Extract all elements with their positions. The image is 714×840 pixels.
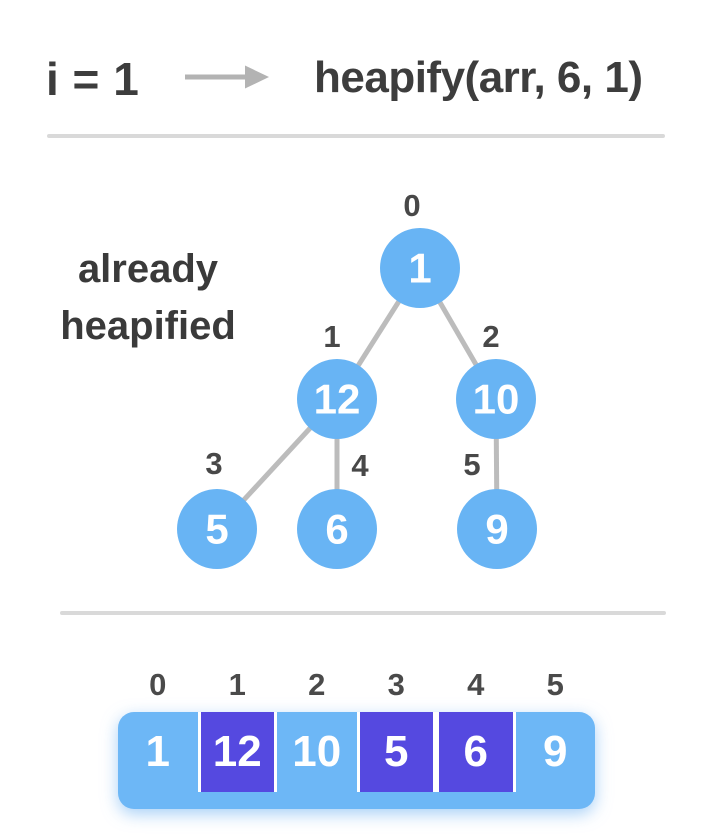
array-index-label: 2 <box>308 667 326 702</box>
tree-node: 64 <box>297 448 377 569</box>
array-index-label: 3 <box>387 667 405 702</box>
tree-node-index-label: 5 <box>463 447 480 482</box>
right-arrow-icon <box>178 59 274 95</box>
tree-node: 10 2 <box>456 319 536 439</box>
already-heapified-annotation: already heapified <box>28 241 268 355</box>
tree-node-value: 12 <box>314 376 361 423</box>
tree-node-circle <box>457 489 537 569</box>
tree-node-circle <box>456 359 536 439</box>
heapify-call-label: heapify(arr, 6, 1) <box>314 53 643 102</box>
annotation-line-1: already <box>77 247 219 291</box>
tree-node: 95 <box>457 447 537 569</box>
array-cell: 9 <box>543 727 568 776</box>
tree-node-index-label: 3 <box>205 446 222 481</box>
array-index-row: 0 1 2 3 4 5 <box>118 667 595 703</box>
tree-node-index-label: 4 <box>351 448 369 483</box>
tree-node-circle <box>177 489 257 569</box>
right-arrow-svg <box>185 65 269 89</box>
array-index-label: 0 <box>149 667 167 702</box>
array-index-label: 5 <box>546 667 564 702</box>
tree-node-index-label: 0 <box>403 188 420 223</box>
tree-node-value: 10 <box>473 376 520 423</box>
tree-node-value: 6 <box>325 506 348 553</box>
tree-node-value: 5 <box>205 506 228 553</box>
tree-node-index-label: 2 <box>482 319 499 354</box>
tree-node: 53 <box>177 446 257 569</box>
tree-node-circle <box>380 228 460 308</box>
bottom-divider <box>60 611 666 615</box>
array-cell-highlighted: 6 <box>436 712 516 792</box>
array-cell: 1 <box>145 727 170 776</box>
top-divider <box>47 134 665 138</box>
array-index-label: 4 <box>467 667 485 702</box>
tree-node-index-label: 1 <box>323 319 340 354</box>
array-cell-highlighted: 5 <box>356 712 436 792</box>
iteration-label: i = 1 <box>46 53 140 105</box>
tree-node-circle <box>297 489 377 569</box>
tree-node: 10 <box>380 188 460 308</box>
tree-node-circle <box>297 359 377 439</box>
array-cell: 10 <box>292 727 342 776</box>
tree-node-value: 9 <box>485 506 508 553</box>
array-cell-highlighted: 12 <box>197 712 277 792</box>
tree-node-value: 1 <box>408 245 431 292</box>
tree-node: 12 1 <box>297 319 377 439</box>
annotation-line-2: heapified <box>60 304 236 348</box>
array-index-label: 1 <box>228 667 246 702</box>
